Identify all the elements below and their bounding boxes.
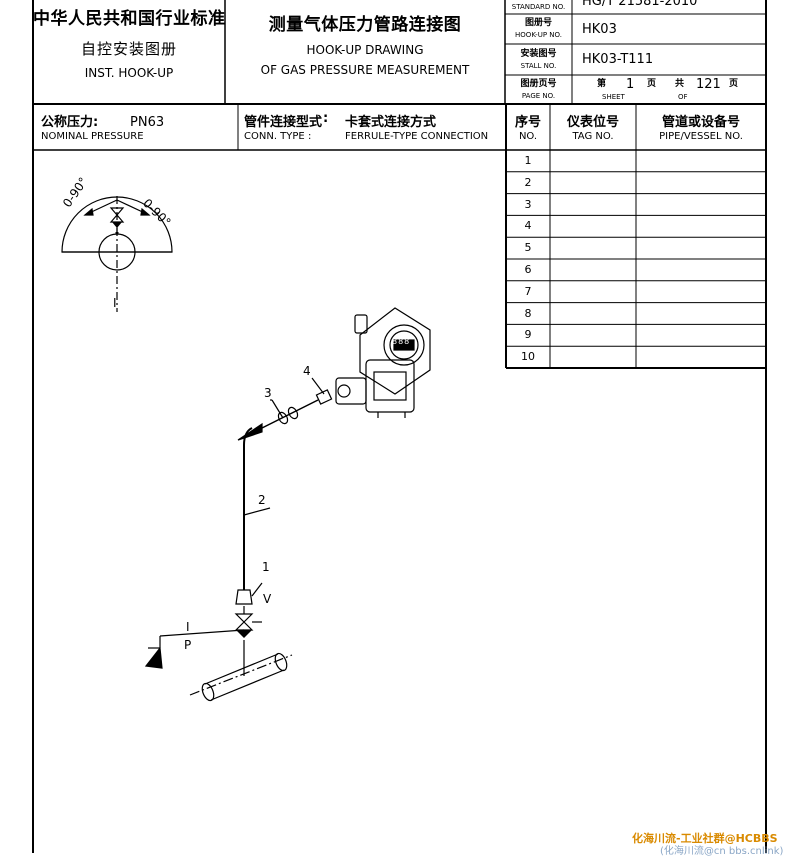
table-row-number: 6	[524, 263, 532, 276]
standard-title-cn: 中华人民共和国行业标准	[33, 9, 226, 29]
of-label-en: OF	[678, 93, 688, 101]
col-header-no-cn: 序号	[514, 115, 541, 130]
standard-no-value: HG/T 21581-2010	[582, 0, 698, 9]
hookup-no-label-en: HOOK-UP NO.	[515, 31, 562, 39]
drawing-title-cn: 测量气体压力管路连接图	[268, 15, 462, 35]
watermark-line2: (化海川流@cn bbs.cnlink)	[660, 846, 784, 857]
pressure-transmitter	[335, 307, 431, 418]
table-row-number: 4	[524, 219, 532, 233]
col-header-tag-en: TAG NO.	[572, 131, 614, 142]
sheet-value: 1	[626, 77, 635, 92]
page-no-label-en: PAGE NO.	[521, 92, 556, 100]
conn-type-value-cn: 卡套式连接方式	[345, 115, 437, 130]
conn-type-label-cn: 管件连接型式	[244, 115, 323, 130]
col-header-tag-cn: 仪表位号	[566, 115, 619, 130]
table-row-number: 1	[524, 154, 532, 167]
table-row-number: 7	[524, 284, 532, 298]
watermark-line1: 化海川流-工业社群@HCBBS	[632, 832, 778, 845]
standard-no-label: STANDARD NO.	[511, 3, 566, 11]
album-title-en: INST. HOOK-UP	[84, 66, 174, 80]
nominal-pressure-label-cn: 公称压力:	[41, 115, 99, 130]
callout-2: 2	[258, 493, 266, 507]
drawing-title-en-1: HOOK-UP DRAWING	[306, 43, 424, 57]
conn-type-colon: :	[323, 111, 329, 126]
col-header-no-en: NO.	[518, 131, 538, 142]
col-header-pipe-en: PIPE/VESSEL NO.	[659, 131, 743, 142]
stall-no-value: HK03-T111	[582, 52, 654, 67]
table-row-number: 5	[524, 241, 532, 255]
table-row-number: 3	[524, 197, 532, 211]
center-mark: I	[113, 296, 117, 310]
callout-3: 3	[264, 386, 272, 400]
hookup-no-value: HK03	[582, 22, 617, 37]
mounting-angle-symbol	[61, 196, 173, 312]
table-row-number: 10	[521, 350, 535, 364]
stall-no-label-cn: 安装图号	[520, 49, 557, 59]
of-prefix: 共	[675, 79, 685, 89]
of-value: 121	[696, 77, 721, 92]
nominal-pressure-label-en: NOMINAL PRESSURE	[41, 131, 144, 142]
tap-label: P	[184, 638, 192, 652]
table-row-number: 9	[524, 328, 532, 342]
drawing-title-en-2: OF GAS PRESSURE MEASUREMENT	[260, 63, 470, 77]
hookup-no-label-cn: 图册号	[524, 18, 552, 28]
tap-mark: I	[186, 620, 190, 634]
stall-no-label-en: STALL NO.	[520, 62, 557, 70]
table-row-number: 2	[524, 175, 532, 189]
page-no-label-cn: 图册页号	[520, 79, 557, 89]
transmitter-display: 888	[392, 337, 411, 346]
nominal-pressure-value: PN63	[130, 115, 165, 130]
process-pipe	[189, 652, 293, 702]
conn-type-colon-en: :	[308, 131, 312, 142]
valve-label: V	[263, 592, 272, 606]
sheet-label-en: SHEET	[602, 93, 625, 101]
sheet-prefix: 第	[597, 79, 607, 89]
sheet-suffix: 页	[647, 79, 657, 89]
hookup-diagram	[61, 196, 431, 702]
of-suffix: 页	[729, 79, 739, 89]
album-title-cn: 自控安装图册	[80, 40, 177, 58]
callout-1: 1	[262, 560, 270, 574]
table-row-number: 8	[524, 306, 532, 320]
conn-type-value-en: FERRULE-TYPE CONNECTION	[345, 131, 489, 142]
col-header-pipe-cn: 管道或设备号	[661, 115, 740, 130]
callout-4: 4	[303, 364, 311, 378]
conn-type-label-en: CONN. TYPE	[244, 131, 305, 142]
